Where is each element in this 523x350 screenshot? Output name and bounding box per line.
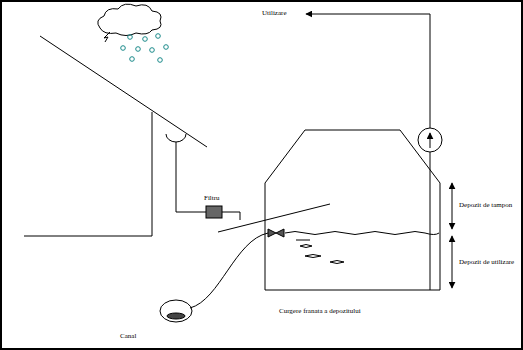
roof xyxy=(40,36,207,147)
dimension-label: Depozit de utilizare xyxy=(459,258,514,266)
tank xyxy=(265,130,440,290)
downpipe xyxy=(176,142,206,212)
usage-pipe xyxy=(430,152,431,290)
usage-arrow xyxy=(306,14,430,128)
cloud xyxy=(98,4,161,35)
water-mark xyxy=(300,245,312,248)
buffer-dimension xyxy=(452,183,453,229)
filter-box xyxy=(206,206,222,218)
water-surface xyxy=(285,232,439,235)
gutter xyxy=(166,134,186,142)
canal xyxy=(160,300,192,322)
overflow-pipe xyxy=(190,233,268,308)
water-mark xyxy=(296,240,310,241)
usage-label: Utilizare xyxy=(262,9,287,17)
inlet-pipe xyxy=(218,204,330,232)
dimension-label: Depozit de tampon xyxy=(459,201,512,209)
canal-opening xyxy=(167,313,185,319)
filter-label: Filtru xyxy=(204,194,220,202)
rain-drops xyxy=(121,34,169,63)
lightning xyxy=(104,32,110,42)
usage-dimension xyxy=(452,236,453,288)
ground xyxy=(24,236,152,237)
pump xyxy=(418,128,442,152)
filter-pipe xyxy=(222,212,240,220)
valve xyxy=(268,229,284,237)
overflow-label: Curgere franata a depozitului xyxy=(279,307,361,315)
water-mark xyxy=(330,261,344,264)
wall xyxy=(152,112,153,236)
pump-arrow xyxy=(430,133,431,148)
canal-label: Canal xyxy=(120,332,136,340)
water-mark xyxy=(305,255,321,258)
